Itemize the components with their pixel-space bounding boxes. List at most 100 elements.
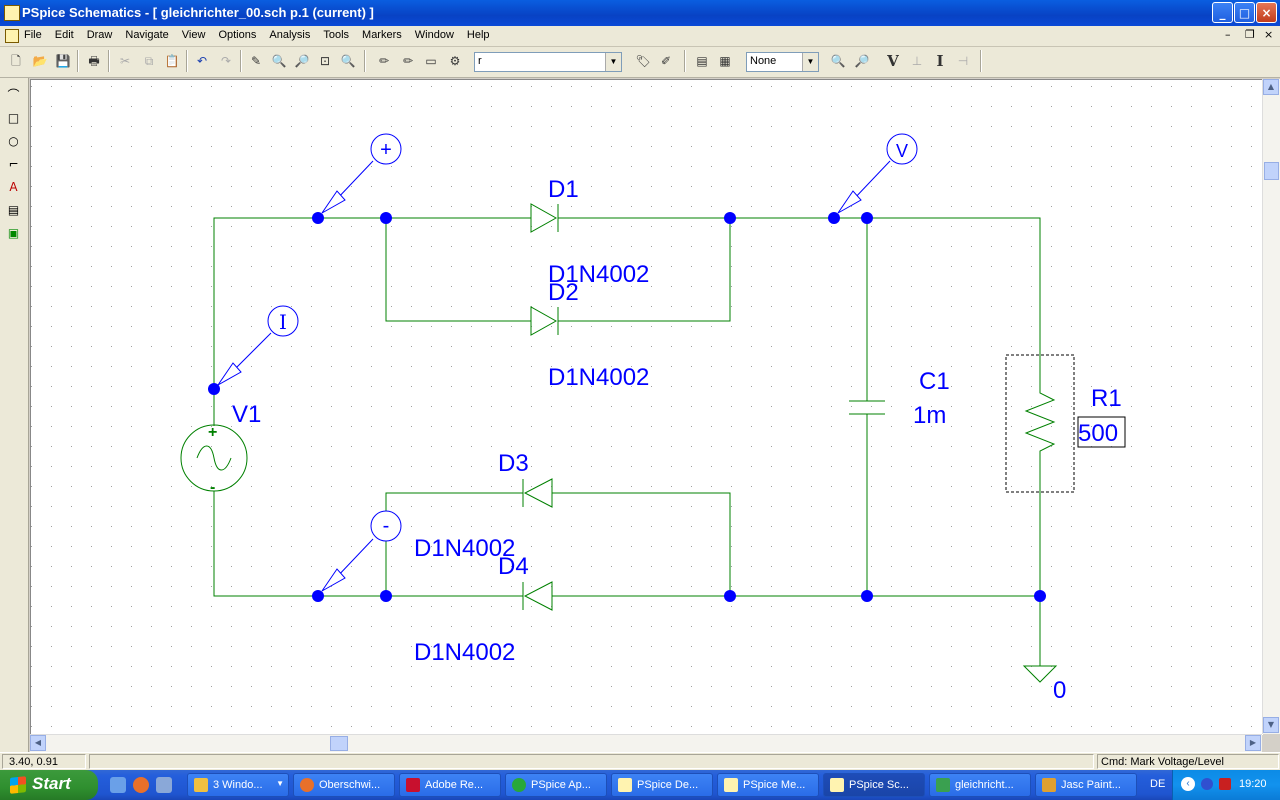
menu-analysis[interactable]: Analysis bbox=[269, 29, 311, 41]
text-icon[interactable]: A bbox=[9, 180, 18, 194]
get-part-icon[interactable]: ⚙ bbox=[449, 54, 461, 68]
d2-model-label: D1N4002 bbox=[548, 364, 649, 391]
arc-icon[interactable]: ⌒ bbox=[7, 88, 20, 102]
polyline-icon[interactable]: ⌐ bbox=[8, 157, 19, 171]
horizontal-scroll-thumb[interactable] bbox=[330, 736, 348, 751]
redraw-icon[interactable]: ✎ bbox=[250, 54, 262, 68]
zoom-out-icon[interactable]: 🔎 bbox=[294, 54, 310, 68]
horizontal-scrollbar[interactable]: ◀ ▶ bbox=[30, 734, 1262, 752]
security-shield-icon[interactable] bbox=[1219, 778, 1231, 790]
menu-draw[interactable]: Draw bbox=[86, 29, 113, 41]
show-selected-bias-icon[interactable]: 🔎 bbox=[854, 54, 870, 68]
chevron-down-icon[interactable]: ▼ bbox=[605, 53, 621, 71]
probe-setup-combo[interactable]: None ▼ bbox=[746, 52, 819, 72]
menu-file[interactable]: File bbox=[24, 29, 42, 41]
edit-symbol-icon[interactable]: ✐ bbox=[660, 54, 672, 68]
menu-help[interactable]: Help bbox=[466, 29, 490, 41]
menu-window[interactable]: Window bbox=[414, 29, 454, 41]
scroll-up-icon[interactable]: ▲ bbox=[1263, 79, 1279, 95]
mdi-restore-button[interactable]: ❐ bbox=[1245, 28, 1255, 41]
part-name-combo[interactable]: r ▼ bbox=[474, 52, 622, 72]
box-icon[interactable]: □ bbox=[7, 111, 20, 125]
diode-d3-symbol bbox=[522, 478, 553, 508]
mdi-minimize-button[interactable]: – bbox=[1225, 28, 1231, 41]
simulate-icon[interactable]: ▦ bbox=[719, 54, 731, 68]
v1-ref-label: V1 bbox=[232, 401, 261, 428]
undo-icon[interactable]: ↶ bbox=[196, 54, 208, 68]
circle-icon[interactable]: ○ bbox=[8, 134, 19, 148]
open-folder-icon[interactable]: 📂 bbox=[32, 54, 48, 68]
new-file-icon[interactable]: 🗋 bbox=[11, 54, 21, 68]
task-label: 3 Windo... bbox=[213, 779, 263, 791]
capacitor-c1-symbol bbox=[849, 400, 885, 415]
zoom-in-icon[interactable]: 🔍 bbox=[271, 54, 287, 68]
part-name-value: r bbox=[478, 55, 482, 67]
enable-bias-display-icon[interactable]: 🔍 bbox=[830, 54, 846, 68]
draw-block-icon[interactable]: ▭ bbox=[425, 54, 437, 68]
show-desktop-icon[interactable] bbox=[110, 777, 126, 793]
diode-d2-symbol bbox=[530, 306, 559, 336]
quicklaunch-icon[interactable] bbox=[156, 777, 172, 793]
show-voltage-icon[interactable]: ⊥ bbox=[911, 54, 923, 68]
command-status: Cmd: Mark Voltage/Level bbox=[1097, 754, 1279, 769]
start-button[interactable]: Start bbox=[0, 770, 98, 800]
print-icon[interactable]: 🖶 bbox=[88, 54, 100, 68]
menu-navigate[interactable]: Navigate bbox=[125, 29, 169, 41]
zoom-area-icon[interactable]: ⊡ bbox=[319, 54, 331, 68]
firefox-icon[interactable] bbox=[133, 777, 149, 793]
task-pspice-schematics[interactable]: PSpice Sc... bbox=[823, 773, 925, 797]
maximize-button[interactable]: □ bbox=[1234, 2, 1255, 23]
paste-icon[interactable]: 📋 bbox=[164, 54, 180, 68]
copy-icon[interactable]: ⧉ bbox=[144, 54, 154, 68]
document-icon[interactable] bbox=[5, 29, 19, 43]
text-box-icon[interactable]: ▤ bbox=[7, 203, 20, 217]
tray-expand-icon[interactable]: ‹ bbox=[1181, 777, 1195, 791]
d2-ref-label: D2 bbox=[548, 279, 579, 306]
insert-picture-icon[interactable]: ▣ bbox=[7, 226, 20, 240]
language-indicator[interactable]: DE bbox=[1150, 778, 1166, 790]
save-icon[interactable]: 💾 bbox=[55, 54, 71, 68]
task-firefox[interactable]: Oberschwi... bbox=[293, 773, 395, 797]
menu-options[interactable]: Options bbox=[218, 29, 257, 41]
draw-wire-icon[interactable]: ✏ bbox=[378, 54, 390, 68]
menu-view[interactable]: View bbox=[181, 29, 206, 41]
scroll-left-icon[interactable]: ◀ bbox=[30, 735, 46, 751]
draw-bus-icon[interactable]: ✏ bbox=[402, 54, 414, 68]
task-pspice-ap[interactable]: PSpice Ap... bbox=[505, 773, 607, 797]
v1-minus-label: - bbox=[210, 479, 215, 496]
mdi-close-button[interactable]: × bbox=[1264, 28, 1274, 41]
task-gleichrichter[interactable]: gleichricht... bbox=[929, 773, 1031, 797]
redo-icon[interactable]: ↷ bbox=[220, 54, 232, 68]
task-jasc-paint-shop[interactable]: Jasc Paint... bbox=[1035, 773, 1137, 797]
cut-icon[interactable]: ✂ bbox=[119, 54, 131, 68]
zoom-fit-icon[interactable]: 🔍 bbox=[340, 54, 356, 68]
task-pspice-messages[interactable]: PSpice Me... bbox=[717, 773, 819, 797]
voltage-display-button[interactable]: V bbox=[887, 52, 899, 70]
vertical-scroll-thumb[interactable] bbox=[1264, 162, 1279, 180]
task-adobe-reader[interactable]: Adobe Re... bbox=[399, 773, 501, 797]
vertical-scrollbar[interactable]: ▲ ▼ bbox=[1262, 79, 1280, 734]
probe-icon bbox=[936, 778, 950, 792]
current-display-button[interactable]: I bbox=[936, 52, 944, 70]
scroll-right-icon[interactable]: ▶ bbox=[1245, 735, 1261, 751]
bluetooth-icon[interactable] bbox=[1201, 778, 1213, 790]
voltage-marker bbox=[837, 133, 918, 214]
menu-edit[interactable]: Edit bbox=[54, 29, 74, 41]
pspice-icon bbox=[618, 778, 632, 792]
setup-analysis-icon[interactable]: ▤ bbox=[696, 54, 708, 68]
close-button[interactable]: × bbox=[1256, 2, 1277, 23]
minimize-button[interactable]: _ bbox=[1212, 2, 1233, 23]
menu-tools[interactable]: Tools bbox=[323, 29, 350, 41]
pspice-app-icon[interactable] bbox=[4, 5, 20, 21]
show-current-icon[interactable]: ⊣ bbox=[957, 54, 969, 68]
clock[interactable]: 19:20 bbox=[1239, 778, 1267, 790]
task-pspice-design[interactable]: PSpice De... bbox=[611, 773, 713, 797]
edit-attributes-icon[interactable]: 🏷 bbox=[635, 54, 651, 68]
task-windows-explorer[interactable]: 3 Windo... ▼ bbox=[187, 773, 289, 797]
current-marker bbox=[217, 305, 299, 386]
menu-markers[interactable]: Markers bbox=[362, 29, 402, 41]
chevron-down-icon[interactable]: ▼ bbox=[802, 53, 818, 71]
menu-bar: File Edit Draw Navigate View Options Ana… bbox=[0, 26, 1280, 47]
schematic-canvas[interactable]: + V I - D1 D1N4002 D2 D1N4002 D3 D1N4002… bbox=[30, 79, 1263, 735]
scroll-down-icon[interactable]: ▼ bbox=[1263, 717, 1279, 733]
